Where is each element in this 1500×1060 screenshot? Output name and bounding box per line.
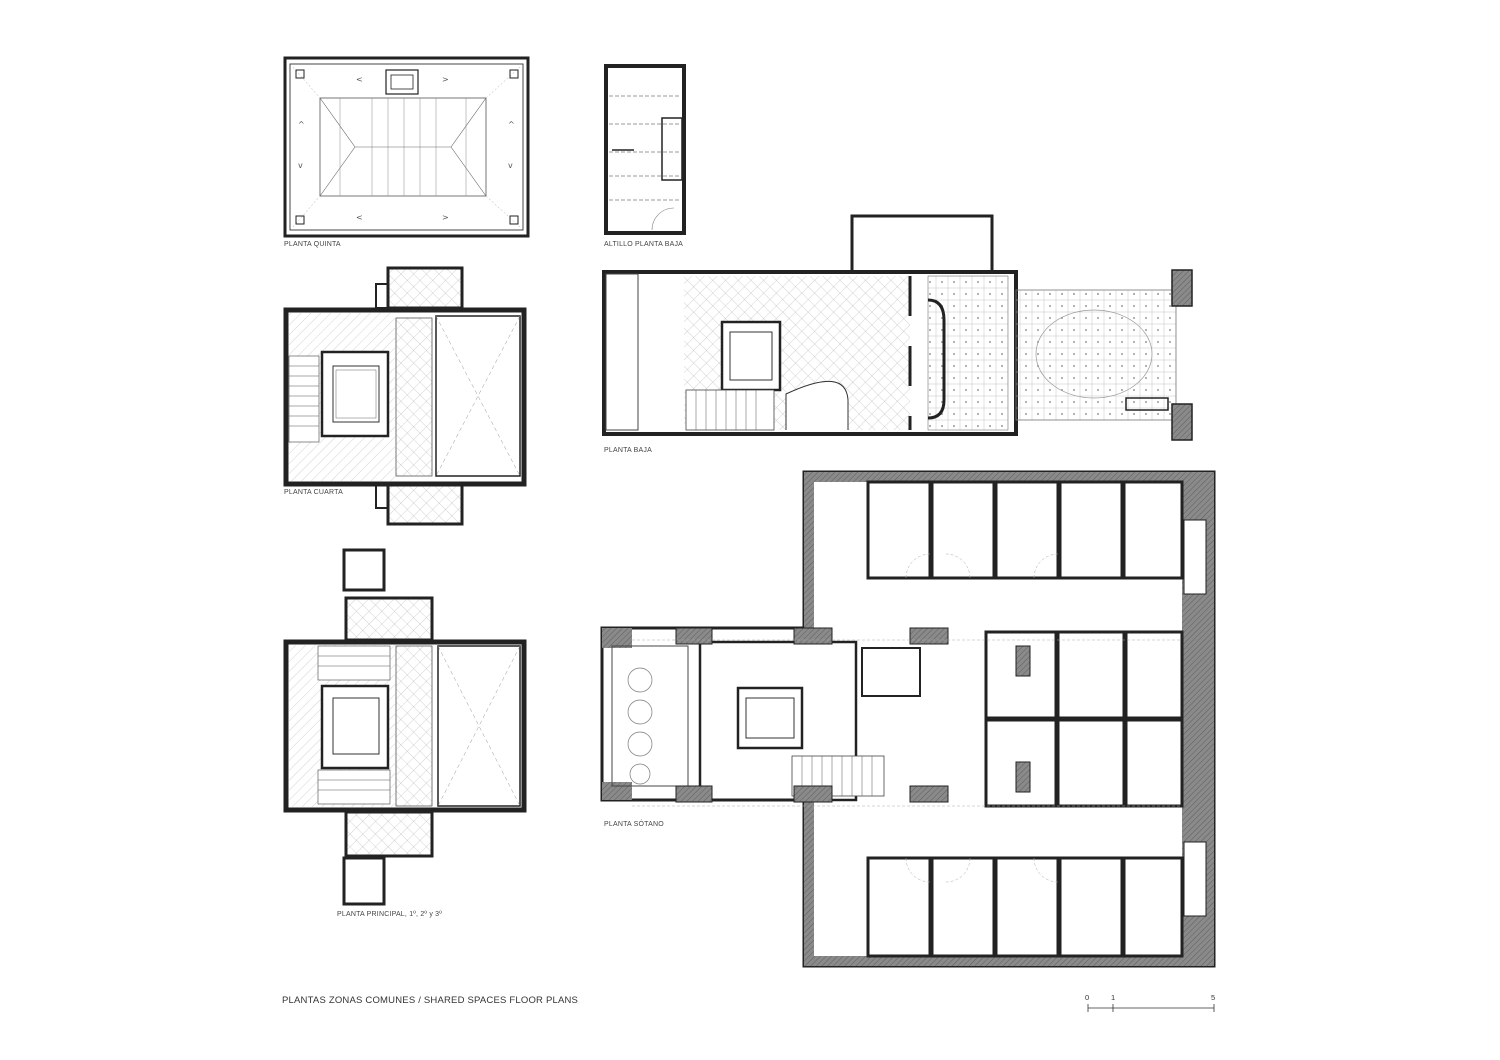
svg-text:>: >: [442, 75, 449, 84]
scale-tick-0: 0: [1085, 993, 1090, 1002]
svg-text:v: v: [508, 161, 513, 170]
scale-bar: [1087, 1004, 1215, 1012]
plan-planta-sotano: [600, 470, 1216, 968]
plan-label-principal: PLANTA PRINCIPAL, 1º, 2º y 3º: [337, 911, 443, 918]
scale-tick-5: 5: [1211, 993, 1216, 1002]
svg-text:>: >: [442, 213, 449, 222]
plan-label-cuarta: PLANTA CUARTA: [284, 489, 344, 496]
svg-text:<: <: [356, 75, 363, 84]
scale-tick-1: 1: [1111, 993, 1116, 1002]
plan-planta-quinta: < > < > ^ v ^ v: [283, 56, 530, 238]
drawing-title: PLANTAS ZONAS COMUNES / SHARED SPACES FL…: [282, 995, 579, 1006]
plan-label-altillo: ALTILLO PLANTA BAJA: [604, 241, 684, 248]
svg-text:<: <: [356, 213, 363, 222]
svg-text:^: ^: [298, 120, 305, 129]
plan-label-quinta: PLANTA QUINTA: [284, 241, 341, 248]
plan-planta-cuarta: [283, 266, 527, 526]
plan-altillo-planta-baja: [604, 64, 686, 235]
svg-text:v: v: [298, 161, 303, 170]
plan-planta-baja: [602, 214, 1193, 441]
plan-label-sotano: PLANTA SÓTANO: [604, 821, 664, 828]
plan-label-baja: PLANTA BAJA: [604, 447, 652, 454]
plan-planta-principal: [283, 548, 527, 906]
svg-text:^: ^: [508, 120, 515, 129]
